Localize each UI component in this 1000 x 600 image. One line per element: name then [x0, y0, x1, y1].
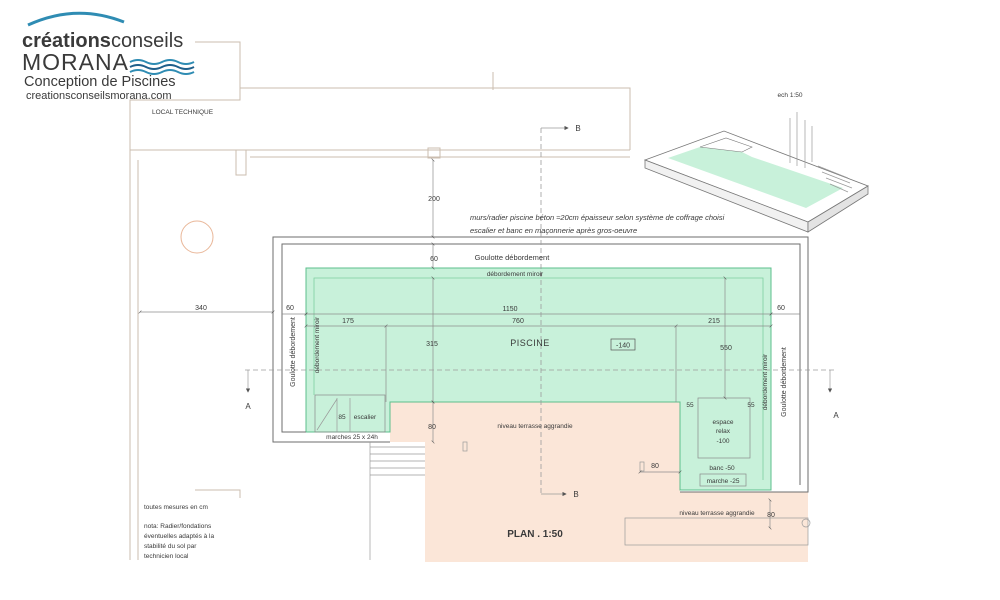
logo: créationsconseils MORANA Conception de P…	[22, 11, 195, 102]
pool-depth: -140	[616, 343, 630, 350]
gutter-wall	[281, 243, 801, 485]
units-note: toutes mesures en cm	[144, 504, 208, 511]
relax-label-1: espace	[713, 419, 734, 426]
local-technique-label: LOCAL TECHNIQUE	[152, 109, 214, 116]
relax-bench: banc -50	[709, 465, 735, 472]
nota-line-4: technicien local	[144, 553, 189, 560]
stairs-label: escalier	[354, 414, 377, 421]
relax-side-right: 55	[747, 402, 755, 409]
section-b-bottom: B	[573, 490, 578, 499]
nota-line-1: nota: Radier/fondations	[144, 523, 212, 530]
exterior-steps	[369, 441, 811, 560]
gutter-label-right: Goulotte débordement	[781, 347, 788, 417]
dim-setback-top: 200	[428, 196, 440, 203]
perspective-scale: ech 1:50	[778, 92, 803, 99]
dim-terrace-right: 80	[767, 512, 775, 519]
logo-tagline: Conception de Piscines	[24, 74, 176, 90]
terrace-label-1: niveau terrasse aggrandie	[497, 423, 573, 430]
dim-gutter-right: 60	[777, 305, 785, 312]
dim-relax-offset: 80	[651, 463, 659, 470]
construction-note-1: murs/radier piscine béton ≈20cm épaisseu…	[470, 213, 725, 222]
stairs-steps: marches 25 x 24h	[326, 434, 378, 441]
dim-gutter-top: 60	[430, 256, 438, 263]
gutter-label-top: Goulotte débordement	[475, 253, 551, 262]
terrace-label-2: niveau terrasse aggrandie	[679, 510, 755, 517]
mirror-label-left: débordement miroir	[314, 316, 321, 373]
section-a-right: A	[833, 411, 839, 420]
pool-label: PISCINE	[510, 338, 550, 348]
dimension-lines	[140, 160, 800, 528]
dim-setback-left: 340	[195, 305, 207, 312]
relax-label-2: relax	[716, 428, 731, 435]
site-outline	[129, 41, 631, 560]
nota-line-3: stabilité du sol par	[144, 543, 197, 550]
section-a-left: A	[245, 402, 251, 411]
pool-stairs	[314, 394, 386, 433]
logo-brand-regular: conseils	[111, 30, 183, 52]
gutter-label-left: Goulotte débordement	[290, 317, 297, 387]
relax-side-left: 55	[686, 402, 694, 409]
dim-width-main: 315	[426, 341, 438, 348]
logo-name: MORANA	[22, 49, 129, 75]
relax-step: marche -25	[707, 478, 740, 485]
section-lines	[245, 125, 835, 497]
perspective-water	[668, 147, 843, 208]
plan-title: PLAN . 1:50	[507, 529, 563, 540]
pool-basin	[306, 268, 771, 490]
dim-middle-zone: 760	[512, 318, 524, 325]
dim-terrace-step: 80	[428, 424, 436, 431]
section-b-top: B	[575, 124, 580, 133]
wave-icon	[129, 59, 195, 75]
mirror-edge-line	[313, 277, 764, 480]
terrace-area	[390, 402, 808, 562]
construction-note-2: escalier et banc en maçonnerie après gro…	[470, 226, 637, 235]
outer-wall	[272, 236, 809, 493]
logo-arc-icon	[27, 11, 125, 27]
nota-line-2: éventuelles adaptés à la	[144, 533, 214, 540]
pool-depth-box	[610, 338, 636, 351]
dim-gutter-left: 60	[286, 305, 294, 312]
mirror-label-top: débordement miroir	[487, 271, 544, 278]
stairs-width: 85	[338, 414, 346, 421]
logo-brand: créationsconseils	[22, 30, 183, 52]
dim-relax-zone: 215	[708, 318, 720, 325]
dim-stairs-zone: 175	[342, 318, 354, 325]
dim-width-total: 550	[720, 345, 732, 352]
logo-brand-bold: créations	[22, 30, 111, 52]
logo-website: creationsconseilsmorana.com	[26, 90, 172, 102]
relax-depth: -100	[716, 438, 729, 445]
dim-length: 1150	[502, 306, 517, 313]
mirror-label-right: débordement miroir	[762, 353, 769, 410]
perspective-sketch	[643, 112, 869, 233]
tree-symbol	[180, 220, 214, 254]
